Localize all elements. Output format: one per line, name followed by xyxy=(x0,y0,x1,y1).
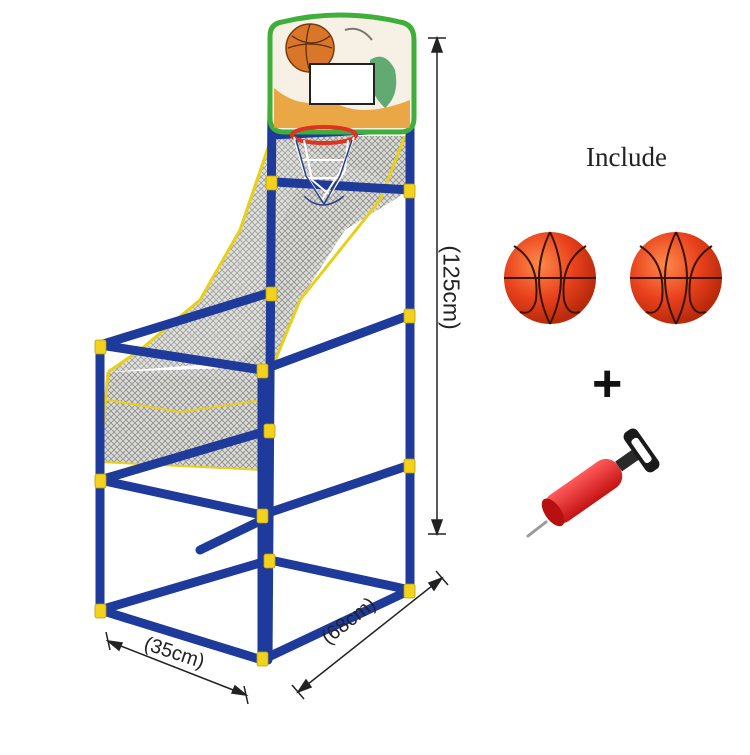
depth-dimension xyxy=(291,570,449,700)
basketball-icon xyxy=(630,231,722,325)
hoop-rim xyxy=(290,125,358,206)
basketball-icon xyxy=(504,231,596,325)
plus-sign: + xyxy=(592,355,623,413)
width-dimension xyxy=(105,631,249,705)
air-pump-icon xyxy=(526,428,660,538)
backboard xyxy=(267,12,417,135)
frame-connectors xyxy=(94,175,416,667)
height-dimension xyxy=(428,35,446,537)
height-label: (125cm) xyxy=(438,245,465,330)
include-label: Include xyxy=(586,142,667,172)
net-mesh xyxy=(98,135,410,471)
